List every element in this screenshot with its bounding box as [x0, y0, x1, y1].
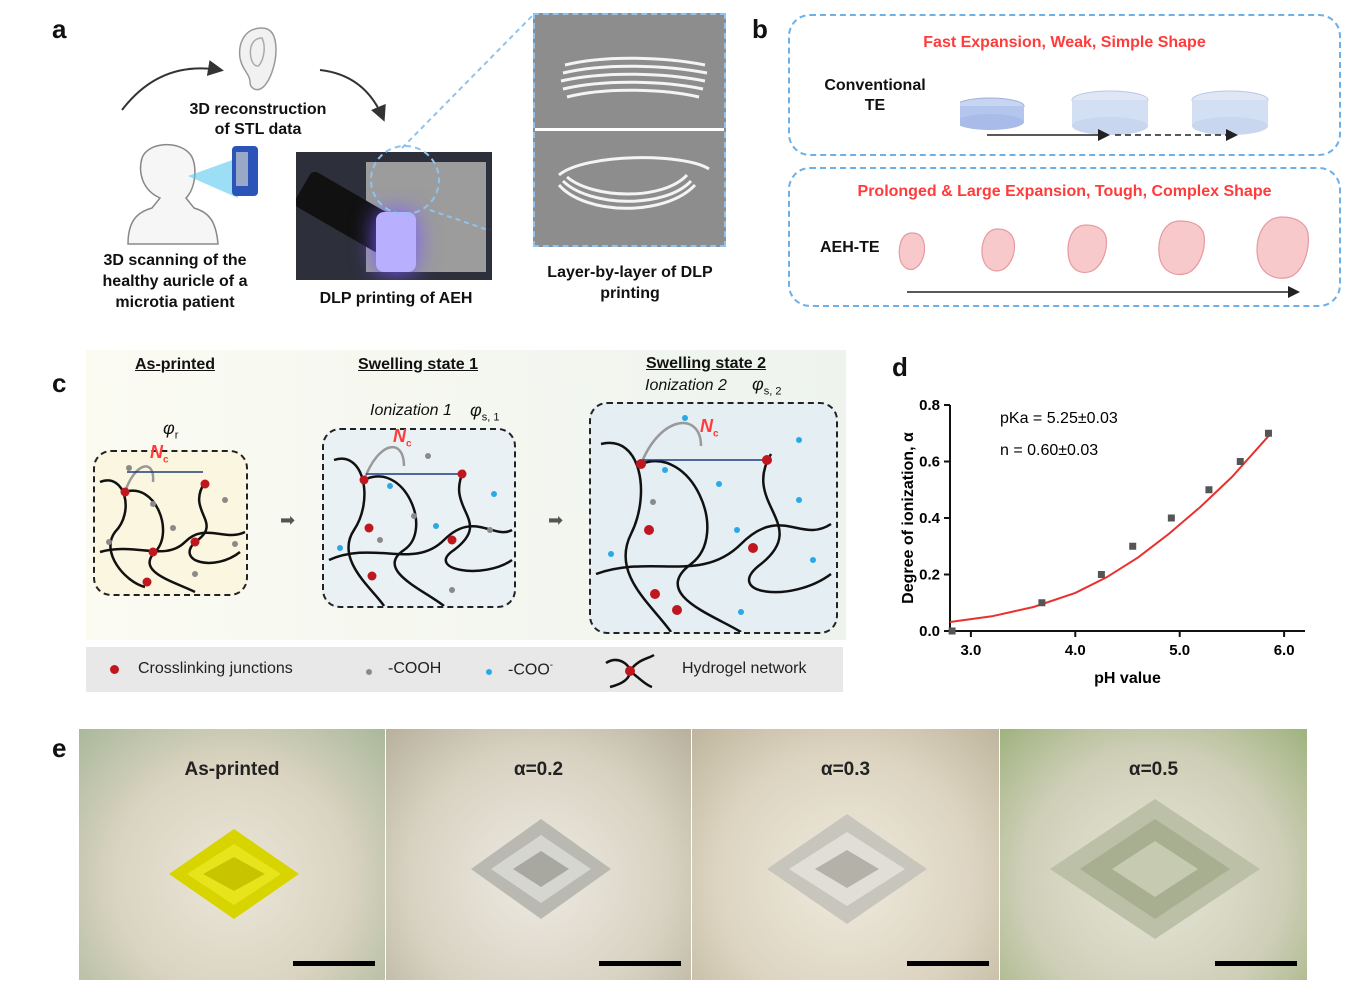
pyramid-02 — [471, 819, 611, 919]
x-tick-label: 3.0 — [960, 642, 981, 659]
photo-label-1: α=0.2 — [513, 759, 564, 780]
aeh-header: Prolonged & Large Expansion, Tough, Comp… — [857, 183, 1272, 200]
data-point — [1205, 486, 1213, 494]
ear-model-icon — [238, 27, 277, 91]
layers-caption: Layer-by-layer of DLP printing — [547, 264, 713, 302]
photo-alpha-03: α=0.3 — [692, 729, 999, 980]
y-tick-label: 0.4 — [919, 510, 941, 527]
fit-curve — [949, 435, 1270, 623]
state0-nc: Nc — [150, 442, 169, 466]
coo-swatch — [486, 668, 492, 675]
ionization-chart: 0.0 0.2 0.4 0.6 0.8 3.0 4.0 5.0 6.0 pH value Deg… — [900, 397, 1305, 687]
dlp-printer-photo — [296, 152, 492, 280]
conventional-arrow — [987, 129, 1238, 141]
scale-bar — [907, 961, 989, 966]
crosslink-swatch — [110, 665, 119, 675]
legend-cooh: -COOH — [388, 660, 442, 677]
photo-alpha-05: α=0.5 — [1000, 729, 1307, 980]
conventional-name: Conventional TE — [824, 77, 926, 114]
layer-stack-bottom — [557, 156, 710, 210]
layer-preview — [533, 13, 726, 247]
scale-bar — [293, 961, 375, 966]
panel-b-label: b — [752, 14, 768, 44]
state1-nc: Nc — [393, 426, 412, 450]
state0-phi: φr — [163, 418, 179, 442]
conventional-te-box: Fast Expansion, Weak, Simple Shape Conve… — [788, 14, 1341, 156]
data-point — [1167, 514, 1175, 522]
x-tick-label: 6.0 — [1274, 642, 1295, 659]
photo-label-3: α=0.5 — [1128, 759, 1179, 780]
photo-label-0: As-printed — [184, 759, 280, 780]
dlp-caption: DLP printing of AEH — [319, 290, 473, 307]
legend-coo: -COO- — [508, 660, 554, 679]
legend-network: Hydrogel network — [682, 660, 807, 677]
data-point — [1038, 599, 1046, 607]
pyramid-03 — [767, 814, 927, 924]
y-tick-label: 0.0 — [919, 623, 940, 640]
workflow-arrows — [121, 60, 386, 122]
hydrogel-network-icon — [605, 653, 655, 689]
state1-network — [328, 446, 513, 607]
data-point — [1236, 458, 1244, 465]
state2-phi: φs, 2 — [752, 374, 782, 398]
state0-title: As-printed — [135, 356, 215, 373]
reconstruction-caption: 3D reconstruction of STL data — [189, 101, 327, 138]
state0-network-box — [93, 450, 248, 596]
x-axis-label: pH value — [1094, 670, 1161, 687]
scale-bar — [1215, 961, 1297, 966]
cooh-swatch — [366, 668, 372, 675]
conventional-samples — [960, 90, 1269, 135]
legend-crosslink: Crosslinking junctions — [138, 660, 293, 677]
aeh-te-box: Prolonged & Large Expansion, Tough, Comp… — [788, 167, 1341, 307]
state2-nc: Nc — [700, 416, 719, 440]
x-tick-label: 5.0 — [1169, 642, 1190, 659]
state0-network — [99, 465, 246, 594]
aeh-arrow — [907, 286, 1300, 298]
panel-d-label: d — [892, 352, 908, 382]
state1-ionization: Ionization 1 — [370, 402, 452, 419]
state2-network-box — [589, 402, 838, 634]
panel-c-legend: Crosslinking junctions -COOH -COO- Hydro… — [86, 647, 843, 692]
n-annotation: n = 0.60±0.03 — [1000, 442, 1098, 459]
x-tick-label: 4.0 — [1065, 642, 1086, 659]
state2-ionization: Ionization 2 — [645, 377, 727, 394]
photo-as-printed: As-printed — [79, 729, 385, 980]
y-tick-label: 0.8 — [919, 397, 940, 414]
transition-arrow-2: ➡ — [548, 510, 564, 530]
panel-a-label: a — [52, 14, 67, 44]
y-tick-label: 0.6 — [919, 454, 940, 471]
photo-label-2: α=0.3 — [820, 759, 871, 780]
data-point — [1264, 429, 1272, 437]
conventional-header: Fast Expansion, Weak, Simple Shape — [923, 34, 1206, 51]
scanning-caption: 3D scanning of the healthy auricle of a … — [102, 252, 248, 311]
state2-title: Swelling state 2 — [646, 355, 767, 372]
state2-network — [595, 415, 832, 634]
head-scan-illustration — [127, 143, 258, 245]
scale-bar — [599, 961, 681, 966]
layer-stack-top — [560, 56, 708, 99]
pyramid-yellow — [169, 829, 299, 919]
transition-arrow-1: ➡ — [280, 510, 296, 530]
pyramid-05 — [1050, 799, 1260, 939]
aeh-name: AEH-TE — [820, 239, 880, 256]
photo-alpha-02: α=0.2 — [386, 729, 691, 980]
state1-network-box — [322, 428, 516, 608]
y-tick-label: 0.2 — [919, 567, 940, 584]
y-axis-label: Degree of ionization, α — [900, 432, 917, 604]
data-point — [1129, 542, 1137, 550]
panel-e-label: e — [52, 733, 67, 763]
aeh-ear-samples — [898, 216, 1309, 279]
data-point — [948, 627, 956, 635]
pka-annotation: pKa = 5.25±0.03 — [1000, 410, 1118, 427]
zoom-lines — [401, 13, 535, 230]
state1-title: Swelling state 1 — [358, 356, 479, 373]
data-point — [1097, 571, 1105, 578]
state1-phi: φs, 1 — [470, 400, 500, 424]
panel-c-label: c — [52, 368, 67, 398]
